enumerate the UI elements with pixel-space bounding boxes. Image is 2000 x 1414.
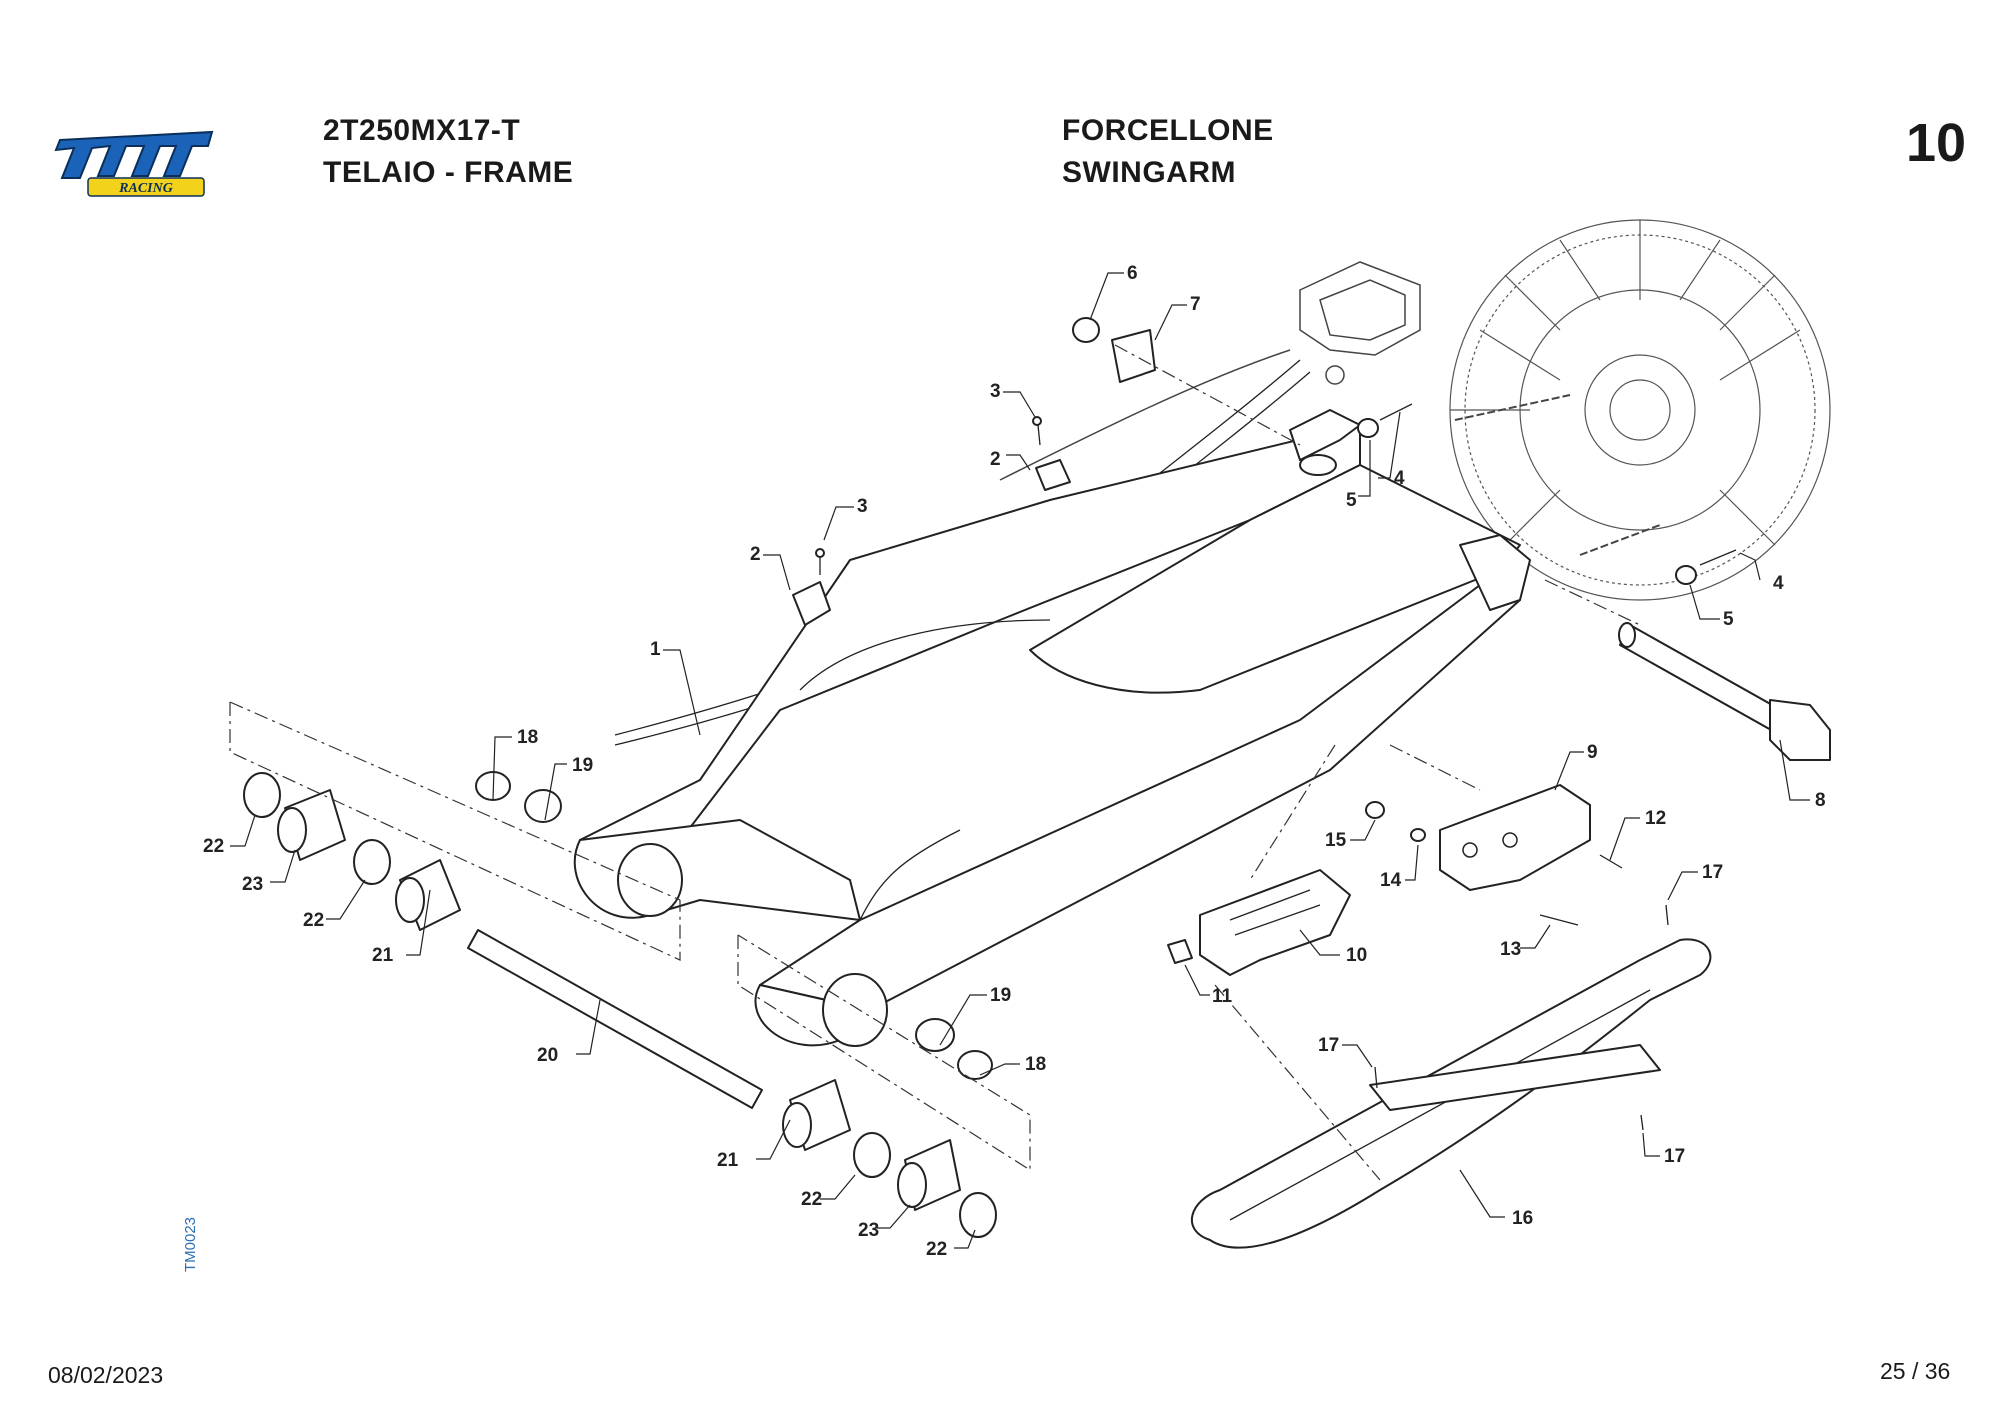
- table-number: 10: [1906, 113, 1967, 173]
- brake-caliper-illustration: [999, 261, 1421, 481]
- callout-numbers: 1 2 2 3 3 4 4 5 5 6 7 8 9 10 11 12 13 14…: [203, 263, 1826, 1260]
- chain-guide-lower: [1199, 869, 1351, 976]
- callout-17c: 17: [1664, 1146, 1685, 1167]
- callout-2a: 2: [750, 544, 761, 565]
- callout-3b: 3: [990, 381, 1001, 402]
- callout-17b: 17: [1318, 1035, 1339, 1056]
- leader-lines: [230, 272, 1810, 1249]
- callout-3a: 3: [857, 496, 868, 517]
- callout-22d: 22: [926, 1239, 947, 1260]
- callout-16: 16: [1512, 1208, 1533, 1229]
- callout-4b: 4: [1773, 573, 1784, 594]
- callout-10: 10: [1346, 945, 1367, 966]
- callout-5a: 5: [1346, 490, 1357, 511]
- callout-9: 9: [1587, 742, 1598, 763]
- section-title: TELAIO - FRAME: [323, 156, 574, 189]
- page-counter: 25 / 36: [1880, 1358, 1951, 1384]
- callout-11: 11: [1212, 986, 1233, 1007]
- callout-18a: 18: [517, 727, 538, 748]
- chain-guide-upper: [1439, 784, 1591, 891]
- assembly-lines: [229, 344, 1641, 1181]
- callout-22b: 22: [303, 910, 324, 931]
- swingarm-body: [573, 409, 1531, 1047]
- callout-22c: 22: [801, 1189, 822, 1210]
- callout-18b: 18: [1025, 1054, 1046, 1075]
- callout-5b: 5: [1723, 609, 1734, 630]
- chain-illustration: [1454, 394, 1661, 556]
- part-title-english: SWINGARM: [1062, 156, 1236, 189]
- callout-4a: 4: [1394, 468, 1405, 489]
- callout-21b: 21: [717, 1150, 739, 1171]
- callout-23b: 23: [858, 1220, 879, 1241]
- callout-21a: 21: [372, 945, 394, 966]
- callout-19a: 19: [572, 755, 593, 776]
- tm-racing-logo: RACING: [54, 130, 214, 197]
- rear-wheel-illustration: [1449, 219, 1831, 601]
- part-title-italian: FORCELLONE: [1062, 114, 1274, 147]
- logo-mark: [54, 130, 214, 179]
- logo-subtext: RACING: [118, 181, 173, 196]
- pivot-axle: [467, 929, 763, 1109]
- callout-2b: 2: [990, 449, 1001, 470]
- rear-wheel-axle: [1618, 622, 1831, 761]
- document-date: 08/02/2023: [48, 1362, 164, 1388]
- callout-12: 12: [1645, 808, 1666, 829]
- callout-20: 20: [537, 1045, 558, 1066]
- callout-17a: 17: [1702, 862, 1723, 883]
- callout-19b: 19: [990, 985, 1011, 1006]
- drawing-code: TM0023: [182, 1216, 199, 1272]
- callout-8: 8: [1815, 790, 1826, 811]
- callout-6: 6: [1127, 263, 1138, 284]
- callout-15: 15: [1325, 830, 1347, 851]
- callout-7: 7: [1190, 294, 1201, 315]
- model-code: 2T250MX17-T: [323, 114, 521, 147]
- callout-23a: 23: [242, 874, 263, 895]
- chain-slider: [1190, 938, 1712, 1249]
- callout-1: 1: [650, 639, 661, 660]
- callout-13: 13: [1500, 939, 1521, 960]
- callout-22a: 22: [203, 836, 224, 857]
- small-hardware: [243, 317, 1737, 1238]
- callout-14: 14: [1380, 870, 1402, 891]
